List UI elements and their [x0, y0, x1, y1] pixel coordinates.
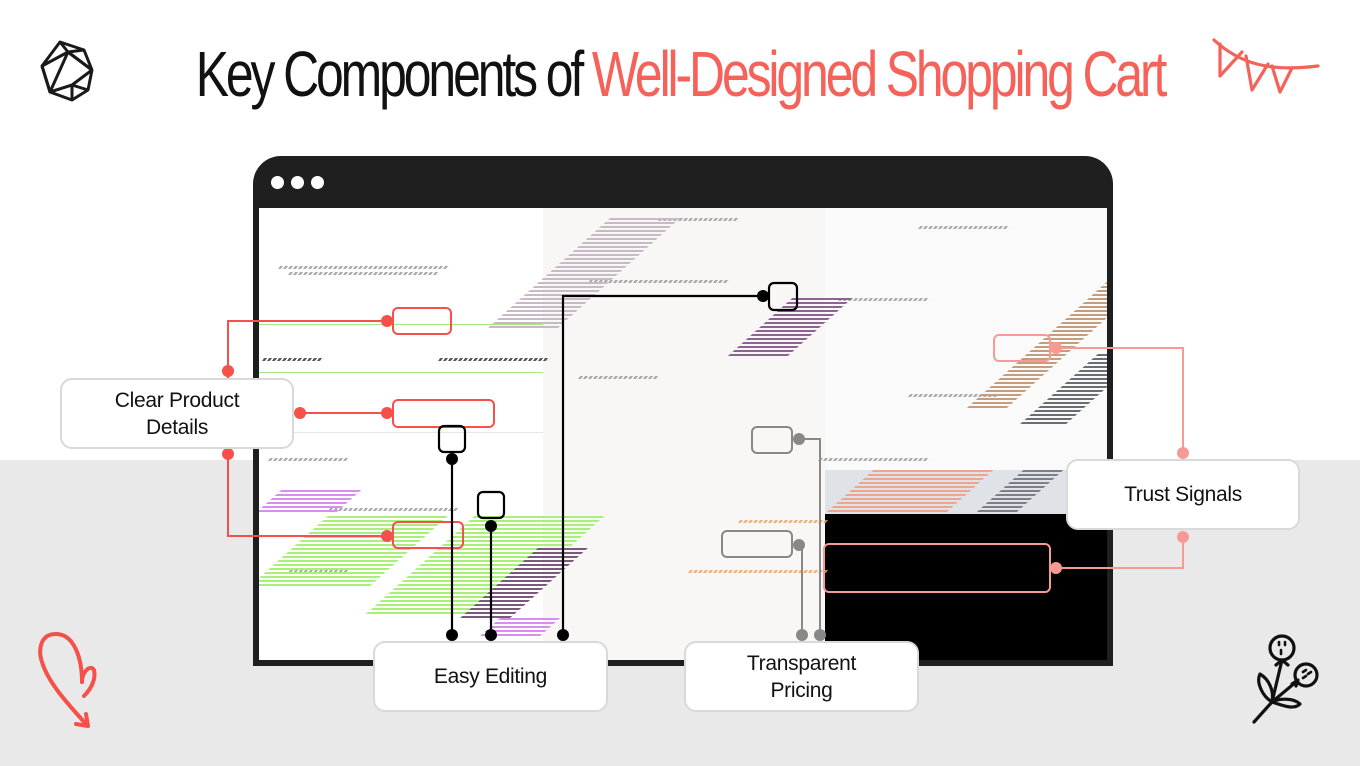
- checkout-footer: [825, 514, 1107, 660]
- callout-label: Easy Editing: [433, 665, 548, 688]
- callout-label-line1: Transparent: [746, 651, 857, 675]
- icosahedron-icon: [40, 40, 94, 102]
- heart-arrow-icon: [38, 632, 97, 728]
- flower-sprig-icon: [1252, 634, 1319, 724]
- callout-label: Trust Signals: [1124, 483, 1242, 506]
- title-prefix: Key Components of: [195, 38, 592, 110]
- callout-easy-editing: Easy Editing: [373, 641, 608, 712]
- callout-clear-product-details: Clear Product Details: [60, 378, 294, 449]
- window-dot-icon: [271, 176, 284, 189]
- callout-label-line2: Pricing: [770, 678, 833, 702]
- title-highlight: Well-Designed Shopping Cart: [591, 38, 1168, 110]
- callout-trust-signals: Trust Signals: [1066, 459, 1300, 530]
- page-title: Key Components of Well-Designed Shopping…: [150, 34, 1211, 114]
- window-dot-icon: [291, 176, 304, 189]
- window-dot-icon: [311, 176, 324, 189]
- browser-window: [253, 156, 1113, 666]
- window-controls: [271, 176, 324, 189]
- callout-transparent-pricing: Transparent Pricing: [684, 641, 919, 712]
- callout-label-line2: Details: [145, 415, 209, 439]
- shopping-cart-screenshot: [259, 208, 1107, 660]
- callout-label-line1: Clear Product: [114, 388, 240, 412]
- bunting-flags-icon: [1212, 38, 1320, 94]
